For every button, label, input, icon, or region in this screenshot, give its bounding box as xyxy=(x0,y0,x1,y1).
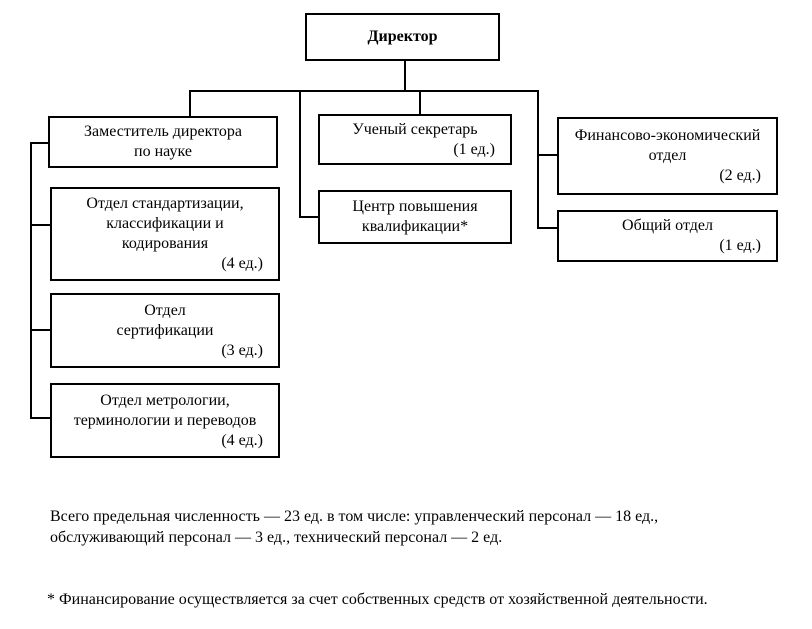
node-certification-dept: Отдел сертификации (3 ед.) xyxy=(50,293,280,368)
connector-left-spine xyxy=(30,142,32,419)
connector-training-center-drop xyxy=(299,90,301,218)
node-deputy-director: Заместитель директора по науке xyxy=(48,116,278,168)
connector-director-drop xyxy=(404,61,406,92)
node-director-title: Директор xyxy=(367,28,438,45)
node-metrology-dept: Отдел метрологии, терминологии и перевод… xyxy=(50,383,280,458)
node-standardization-dept: Отдел стандартизации, классификации и ко… xyxy=(50,187,280,281)
node-line: квалификации* xyxy=(361,218,469,235)
connector-metrology-stub xyxy=(30,417,51,419)
connector-trunk xyxy=(189,90,539,92)
connector-right-spine xyxy=(537,90,539,229)
node-line: Отдел стандартизации, xyxy=(86,195,244,212)
connector-finance-stub xyxy=(537,154,558,156)
node-line: отдел xyxy=(648,147,687,164)
funding-footnote: * Финансирование осуществляется за счет … xyxy=(47,591,708,608)
node-line: по науке xyxy=(134,143,192,160)
node-staff-count: (4 ед.) xyxy=(221,255,263,272)
connector-deputy-stub xyxy=(30,142,49,144)
node-line: Отдел метрологии, xyxy=(100,391,230,409)
node-staff-count: (4 ед.) xyxy=(221,431,263,449)
connector-secretary-drop xyxy=(419,90,421,116)
node-staff-count: (3 ед.) xyxy=(221,341,263,359)
node-line: классификации и xyxy=(106,215,224,232)
node-director: Директор xyxy=(305,13,500,61)
connector-certification-stub xyxy=(30,329,51,331)
node-general-dept: Общий отдел (1 ед.) xyxy=(557,210,778,262)
node-scientific-secretary: Ученый секретарь (1 ед.) xyxy=(318,114,512,165)
node-staff-count: (1 ед.) xyxy=(719,237,761,254)
node-line: сертификации xyxy=(116,321,214,339)
node-line: Центр повышения xyxy=(352,198,478,215)
node-line: Общий отдел xyxy=(622,217,713,234)
node-line: Ученый секретарь xyxy=(352,120,478,138)
connector-standardization-stub xyxy=(30,224,51,226)
node-line: Заместитель директора xyxy=(83,123,243,140)
connector-deputy-drop xyxy=(189,90,191,118)
node-line: Финансово-экономический xyxy=(574,127,761,144)
node-line: терминологии и переводов xyxy=(73,411,257,429)
node-staff-count: (2 ед.) xyxy=(719,167,761,184)
node-training-center: Центр повышения квалификации* xyxy=(318,190,512,244)
connector-training-center-stub xyxy=(299,216,319,218)
staffing-summary-note: Всего предельная численность — 23 ед. в … xyxy=(50,508,659,546)
node-finance-dept: Финансово-экономический отдел (2 ед.) xyxy=(557,117,778,195)
connector-general-stub xyxy=(537,227,558,229)
node-line: Отдел xyxy=(144,301,186,319)
node-line: кодирования xyxy=(121,235,209,252)
node-staff-count: (1 ед.) xyxy=(453,140,495,158)
